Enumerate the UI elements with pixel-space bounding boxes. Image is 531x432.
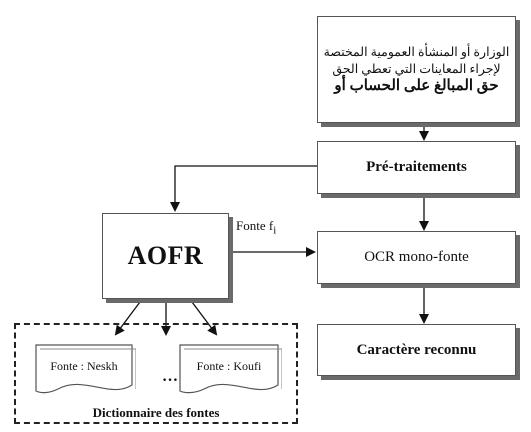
- arabic-line-2: لإجراء المعاينات التي تعطي الحق: [332, 62, 501, 76]
- pretraitements-box: Pré-traitements: [317, 141, 516, 194]
- document-neskh-label: Fonte : Neskh: [50, 359, 118, 373]
- caractere-reconnu-box: Caractère reconnu: [317, 324, 516, 376]
- font-dictionary-frame: Fonte : Neskh … Fonte : Koufi Dictionnai…: [14, 323, 298, 424]
- fonte-subscript: i: [273, 224, 277, 237]
- fonte-fi-label: Fonte fi: [236, 218, 276, 237]
- caractere-label: Caractère reconnu: [356, 341, 477, 358]
- document-koufi: Fonte : Koufi: [176, 341, 283, 399]
- input-image-arabic-text: الوزارة أو المنشأة العمومية المختصة لإجر…: [317, 16, 516, 123]
- pretraitements-label: Pré-traitements: [366, 159, 467, 175]
- arrow-aofr-to-dict-right: [191, 301, 218, 336]
- arabic-line-3: حق المبالغ على الحساب أو: [334, 78, 499, 94]
- dictionary-title: Dictionnaire des fontes: [92, 405, 220, 420]
- arrow-pretraitements-to-aofr: [170, 165, 317, 212]
- document-koufi-label: Fonte : Koufi: [196, 359, 262, 373]
- ocr-mono-fonte-box: OCR mono-fonte: [317, 231, 516, 284]
- document-neskh: Fonte : Neskh: [32, 341, 137, 399]
- fonte-label-text: Fonte f: [236, 218, 274, 233]
- arrow-aofr-to-dict-left: [114, 301, 141, 336]
- aofr-label: AOFR: [127, 241, 204, 270]
- arabic-line-1: الوزارة أو المنشأة العمومية المختصة: [323, 45, 510, 59]
- aofr-box: AOFR: [102, 213, 229, 299]
- ellipsis: …: [162, 368, 178, 385]
- ocr-label: OCR mono-fonte: [364, 249, 469, 265]
